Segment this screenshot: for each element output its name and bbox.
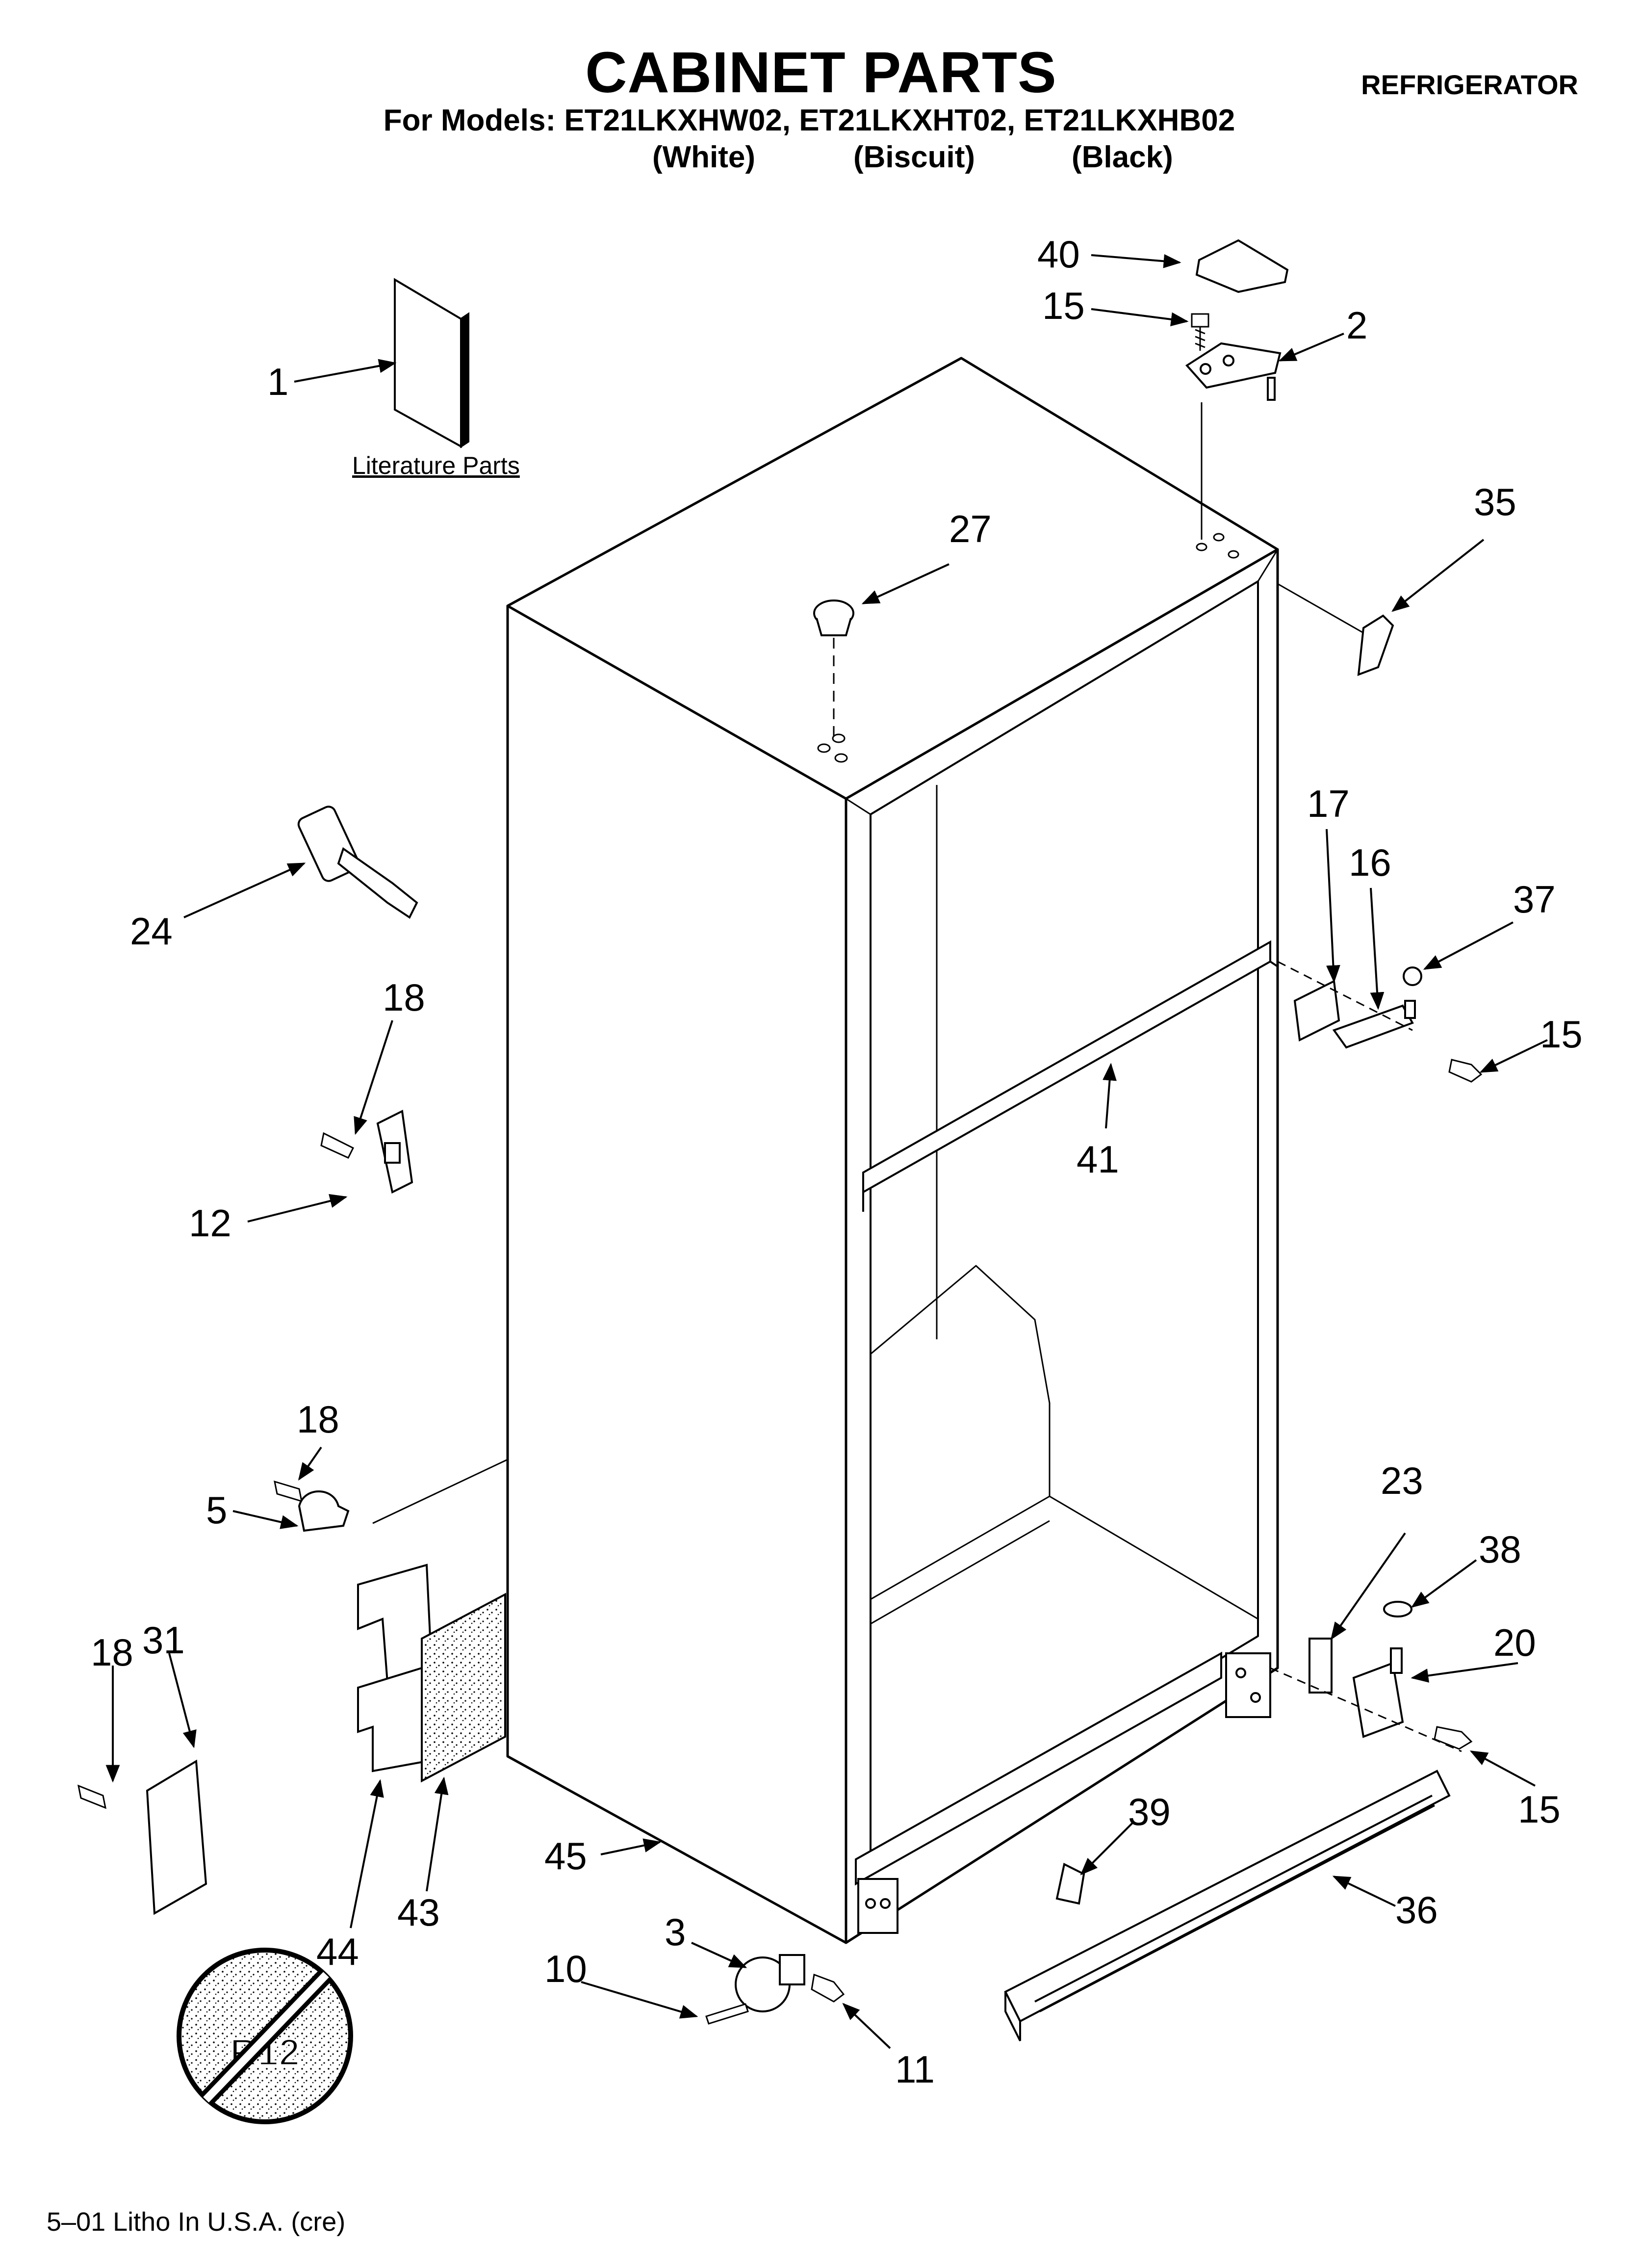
no-r12-badge-icon: R12: [177, 1948, 353, 2124]
kick-grille-icon: [1004, 1770, 1451, 2041]
bracket-12-icon: [376, 1109, 413, 1194]
bottom-rail: [855, 1651, 1271, 1934]
callout-20: 20: [1493, 1621, 1536, 1664]
callout-43: 43: [397, 1891, 440, 1934]
callout-35: 35: [1474, 480, 1516, 523]
callout-44: 44: [316, 1930, 359, 1973]
callout-3: 3: [665, 1910, 686, 1954]
callout-23: 23: [1381, 1459, 1423, 1502]
screw-top-icon: [1191, 313, 1209, 351]
cover-31-icon: [146, 1759, 207, 1915]
plug-mount-line: [1277, 583, 1364, 634]
literature-parts-label: Literature Parts: [352, 452, 520, 479]
callout-5: 5: [206, 1488, 227, 1532]
callout-1: 1: [267, 360, 288, 403]
callout-36: 36: [1395, 1888, 1438, 1931]
color-white: (White): [652, 140, 756, 174]
callout-24: 24: [130, 910, 173, 953]
hinge-plug-icon: [1357, 614, 1394, 677]
callout-38: 38: [1479, 1528, 1521, 1571]
screw-18b-icon: [274, 1480, 303, 1503]
callout-15c: 15: [1518, 1788, 1561, 1831]
callout-11: 11: [895, 2048, 935, 2091]
callout-45: 45: [544, 1834, 587, 1877]
center-hinge-icon: [1293, 966, 1422, 1049]
appliance-category: REFRIGERATOR: [1361, 69, 1578, 100]
clamp-line: [372, 1459, 508, 1524]
callout-15b: 15: [1540, 1013, 1583, 1056]
bracket-44-icon: [357, 1564, 433, 1773]
insulation-pad-icon: [421, 1592, 506, 1783]
screw-18a-icon: [320, 1132, 355, 1159]
callout-27: 27: [949, 507, 992, 550]
callout-16: 16: [1349, 841, 1391, 884]
top-hinge-icon: [1185, 342, 1282, 401]
clip-39-icon: [1055, 1863, 1085, 1905]
roller-3-icon: [735, 1954, 805, 2012]
center-hinge-line: [1277, 961, 1413, 1031]
page-title: CABINET PARTS: [585, 40, 1057, 105]
pin-10-icon: [705, 2003, 749, 2025]
callout-17: 17: [1307, 782, 1350, 825]
callout-18b: 18: [297, 1398, 339, 1441]
top-cap-icon: [813, 600, 854, 636]
callout-12: 12: [189, 1201, 231, 1245]
color-black: (Black): [1072, 140, 1173, 174]
callout-41: 41: [1077, 1138, 1119, 1181]
callout-arrows: [105, 254, 1548, 2049]
footer-print-info: 5–01 Litho In U.S.A. (cre): [47, 2207, 346, 2237]
callout-15a: 15: [1042, 284, 1085, 327]
callout-31: 31: [142, 1618, 185, 1662]
cabinet-body: [506, 357, 1279, 1944]
screw-15b-icon: [1448, 1059, 1483, 1083]
callout-39: 39: [1128, 1790, 1171, 1833]
model-numbers: For Models: ET21LKXHW02, ET21LKXHT02, ET…: [383, 104, 1235, 137]
callout-37: 37: [1513, 878, 1556, 921]
callout-40: 40: [1037, 233, 1080, 276]
literature-book-icon: [394, 278, 469, 448]
pin-icon: [297, 806, 418, 919]
callout-18a: 18: [383, 976, 425, 1019]
callout-10: 10: [544, 1947, 587, 1990]
lower-hinge-icon: [1308, 1601, 1412, 1738]
callout-18c: 18: [91, 1631, 133, 1674]
callout-numbers: 1 40 15 2 35 27 24 17 16 37 15 18 12 41 …: [91, 233, 1583, 2091]
lower-hinge-line: [1270, 1667, 1462, 1752]
color-biscuit: (Biscuit): [853, 140, 975, 174]
divider-rail: [862, 940, 1279, 1212]
screw-11-icon: [811, 1973, 845, 2003]
clamp-5-icon: [298, 1490, 350, 1532]
top-holes: [817, 533, 1239, 763]
callout-2: 2: [1346, 304, 1367, 347]
screw-15c-icon: [1434, 1726, 1473, 1750]
hinge-cover-icon: [1195, 239, 1289, 293]
screw-18c-icon: [77, 1784, 107, 1809]
